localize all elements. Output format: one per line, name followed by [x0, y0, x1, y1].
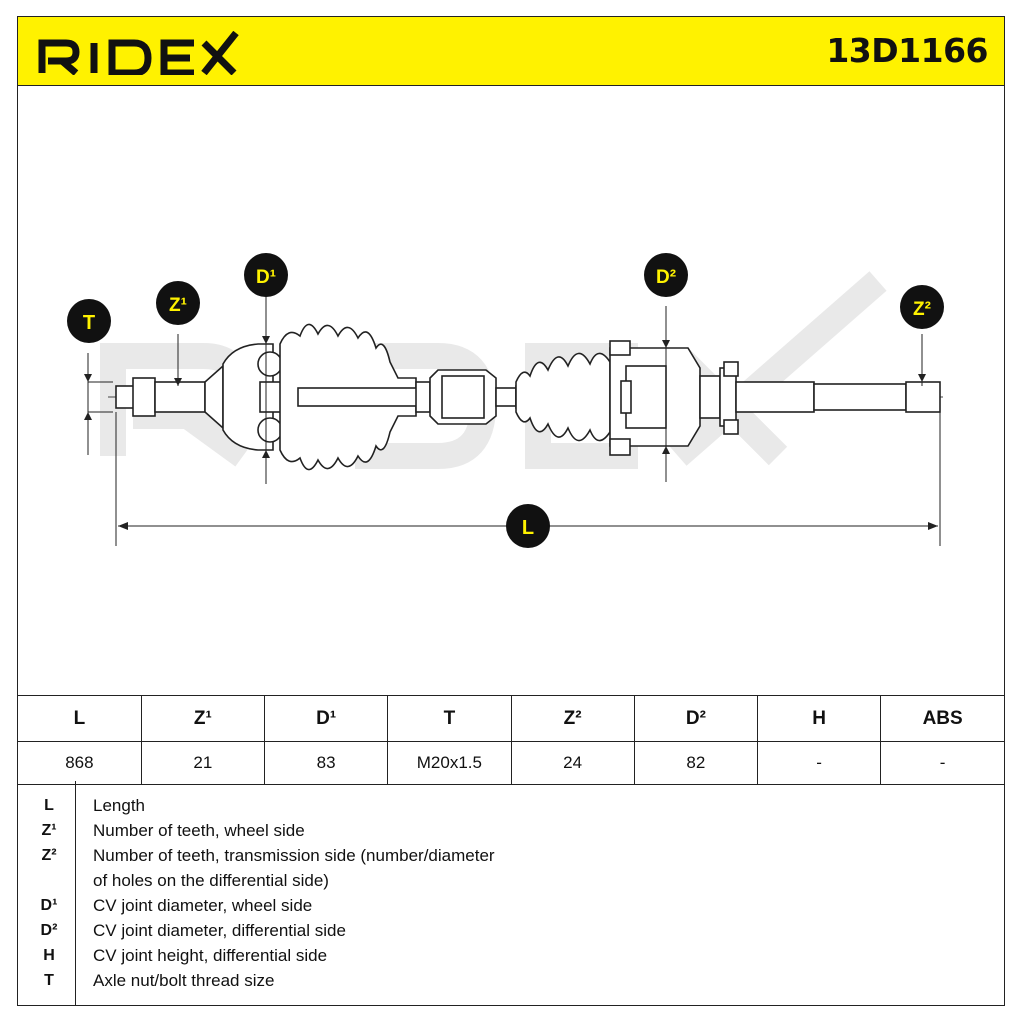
shaft-left: [297, 387, 424, 407]
value-l: 868: [18, 741, 142, 785]
legend-text: CV joint diameter, differential side: [93, 921, 346, 940]
spec-table: L Z¹ D¹ T Z² D² H ABS 868 21 83 M20x1.5 …: [18, 695, 1004, 785]
svg-text:Z²: Z²: [913, 299, 931, 320]
col-header-abs: ABS: [880, 695, 1004, 742]
legend-divider: [75, 781, 76, 1005]
col-header-d1: D¹: [263, 695, 389, 742]
part-number: 13D1166: [826, 31, 988, 70]
legend-text: Number of teeth, transmission side (numb…: [93, 846, 495, 865]
legend-key: L: [44, 797, 54, 814]
legend-key: D²: [40, 922, 58, 939]
legend-key: H: [43, 947, 55, 964]
svg-text:D²: D²: [656, 267, 676, 288]
legend-key: Z¹: [41, 822, 57, 839]
marker-d2: D²: [644, 253, 688, 297]
col-header-z1: Z¹: [140, 695, 266, 742]
legend-item: D² CV joint diameter, differential side: [18, 918, 1004, 943]
col-header-d2: D²: [633, 695, 759, 742]
legend-key: T: [44, 972, 54, 989]
spec-sheet: 13D1166: [17, 16, 1005, 1006]
legend-item: Z² Number of teeth, transmission side (n…: [18, 843, 1004, 868]
legend: L Length Z¹ Number of teeth, wheel side …: [18, 781, 1004, 1005]
value-abs: -: [880, 741, 1004, 785]
value-h: -: [756, 741, 882, 785]
arrow-heads: [84, 336, 938, 530]
value-t: M20x1.5: [387, 741, 512, 785]
value-z1: 21: [140, 741, 266, 785]
marker-t: T: [67, 299, 111, 343]
spec-header-row: L Z¹ D¹ T Z² D² H ABS: [18, 695, 1004, 742]
outer-spline: [154, 381, 206, 413]
stub-axle: [735, 381, 815, 413]
driveshaft-drawing: [115, 323, 941, 471]
col-header-z2: Z²: [510, 695, 635, 742]
legend-text: CV joint diameter, wheel side: [93, 896, 313, 915]
legend-text: CV joint height, differential side: [93, 946, 328, 965]
col-header-l: L: [18, 695, 142, 742]
legend-item: H CV joint height, differential side: [18, 943, 1004, 968]
header-bar: 13D1166: [18, 17, 1004, 86]
value-d2: 82: [633, 741, 759, 785]
marker-z2: Z²: [900, 285, 944, 329]
legend-item: D¹ CV joint diameter, wheel side: [18, 893, 1004, 918]
value-d1: 83: [263, 741, 389, 785]
marker-d1: D¹: [244, 253, 288, 297]
svg-text:L: L: [522, 517, 534, 539]
col-header-h: H: [756, 695, 882, 742]
col-header-t: T: [387, 695, 512, 742]
legend-text: Length: [93, 796, 145, 815]
inner-spline: [905, 381, 941, 413]
hub-nut: [132, 377, 156, 417]
legend-item: L Length: [18, 793, 1004, 818]
legend-text: Axle nut/bolt thread size: [93, 971, 275, 990]
legend-item: of holes on the differential side): [18, 868, 1004, 893]
ridex-logo: [38, 31, 239, 75]
svg-text:Z¹: Z¹: [169, 295, 187, 316]
legend-key: D¹: [40, 897, 58, 914]
legend-item: Z¹ Number of teeth, wheel side: [18, 818, 1004, 843]
legend-key: Z²: [41, 847, 57, 864]
legend-item: T Axle nut/bolt thread size: [18, 968, 1004, 993]
marker-z1: Z¹: [156, 281, 200, 325]
legend-text: of holes on the differential side): [93, 871, 329, 890]
driveshaft-diagram: T Z¹ D¹ D² Z² L: [18, 86, 1004, 695]
legend-text: Number of teeth, wheel side: [93, 821, 305, 840]
marker-l: L: [506, 504, 550, 548]
spec-value-row: 868 21 83 M20x1.5 24 82 - -: [18, 741, 1004, 785]
value-z2: 24: [510, 741, 635, 785]
svg-text:T: T: [83, 312, 95, 334]
svg-text:D¹: D¹: [256, 267, 276, 288]
